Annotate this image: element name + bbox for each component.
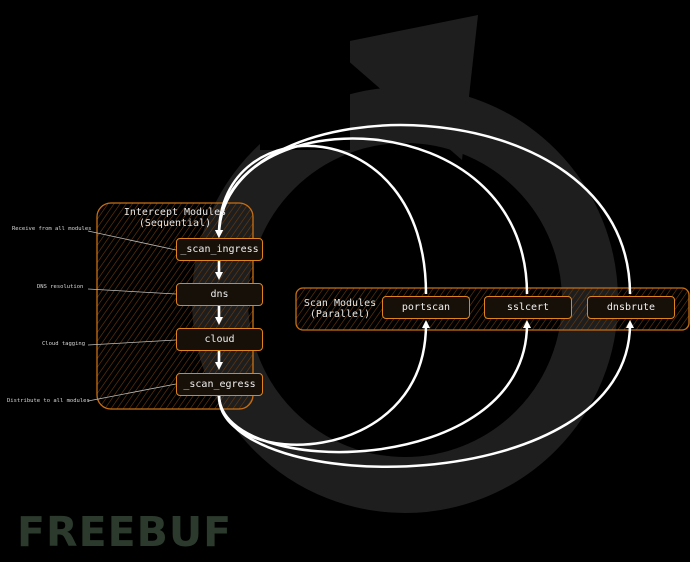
scan-group-title: Scan Modules (Parallel) bbox=[301, 298, 379, 320]
annotation-distribute: Distribute to all modules bbox=[7, 398, 90, 404]
module-label: _scan_egress bbox=[183, 379, 256, 390]
annotation-line-dns bbox=[87, 288, 177, 295]
annotation-line-ingress bbox=[87, 230, 177, 251]
module-dns[interactable]: dns bbox=[176, 283, 263, 306]
annotation-cloud-tagging: Cloud tagging bbox=[42, 341, 86, 347]
arrow-egress-to-sslcert bbox=[217, 320, 531, 454]
module-scan-egress[interactable]: _scan_egress bbox=[176, 373, 263, 396]
module-label: _scan_ingress bbox=[180, 244, 259, 255]
module-cloud[interactable]: cloud bbox=[176, 328, 263, 351]
module-scan-ingress[interactable]: _scan_ingress bbox=[176, 238, 263, 261]
cycle-background-icon bbox=[192, 15, 618, 513]
module-label: sslcert bbox=[506, 302, 550, 313]
arrow-egress-to-dnsbrute bbox=[217, 320, 634, 468]
intercept-title-line2: (Sequential) bbox=[138, 218, 212, 229]
module-sslcert[interactable]: sslcert bbox=[484, 296, 572, 319]
intercept-group-title: Intercept Modules (Sequential) bbox=[100, 207, 250, 229]
annotation-receive: Receive from all modules bbox=[12, 226, 92, 232]
module-portscan[interactable]: portscan bbox=[382, 296, 470, 319]
intercept-title-line1: Intercept Modules bbox=[123, 207, 227, 218]
scan-title-line1: Scan Modules bbox=[303, 298, 377, 309]
annotation-dns-resolution: DNS resolution bbox=[37, 284, 84, 290]
module-label: portscan bbox=[401, 302, 451, 313]
module-label: dnsbrute bbox=[606, 302, 656, 313]
arrow-portscan-to-ingress bbox=[215, 144, 428, 295]
annotation-line-cloud bbox=[87, 339, 177, 346]
freebuf-watermark: FREEBUF bbox=[17, 508, 233, 556]
module-dnsbrute[interactable]: dnsbrute bbox=[587, 296, 675, 319]
module-label: cloud bbox=[204, 334, 235, 345]
annotation-line-egress bbox=[87, 383, 177, 402]
arrow-dnsbrute-to-ingress bbox=[215, 123, 632, 295]
module-label: dns bbox=[210, 289, 229, 300]
scan-title-line2: (Parallel) bbox=[309, 309, 371, 320]
